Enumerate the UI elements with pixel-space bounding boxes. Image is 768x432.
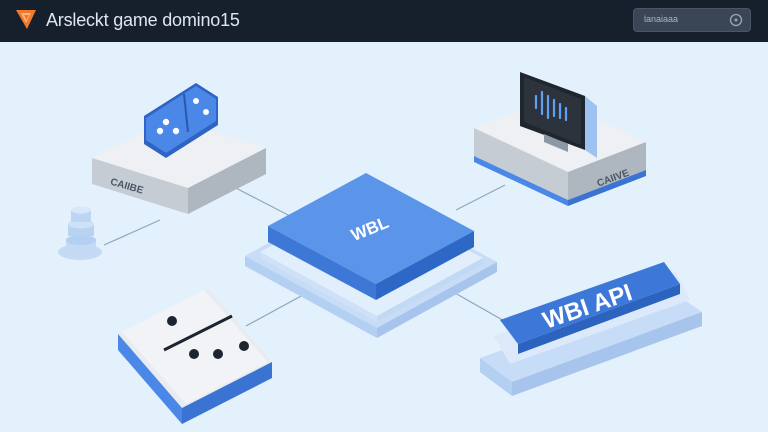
search-input[interactable]: lanaiaaa <box>633 8 751 32</box>
search-icon[interactable] <box>728 12 744 28</box>
architecture-diagram: WBL CAIIBE CAIIVE <box>58 72 702 424</box>
app-title: Arsleckt game domino15 <box>46 10 240 30</box>
game-node[interactable]: CAIIBE <box>92 83 266 214</box>
domino-node[interactable] <box>118 288 272 424</box>
search-placeholder: lanaiaaa <box>644 14 679 24</box>
voice-monitor-icon <box>520 72 597 158</box>
center-platform[interactable]: WBL <box>245 173 497 338</box>
brand-logo-icon <box>16 10 36 29</box>
die-icon <box>144 83 218 158</box>
audio-node[interactable]: CAIIVE <box>474 72 646 206</box>
database-stack-icon <box>58 206 102 260</box>
top-bar: Arsleckt game domino15 lanaiaaa <box>0 0 768 42</box>
api-node[interactable]: WBI API <box>480 262 702 396</box>
